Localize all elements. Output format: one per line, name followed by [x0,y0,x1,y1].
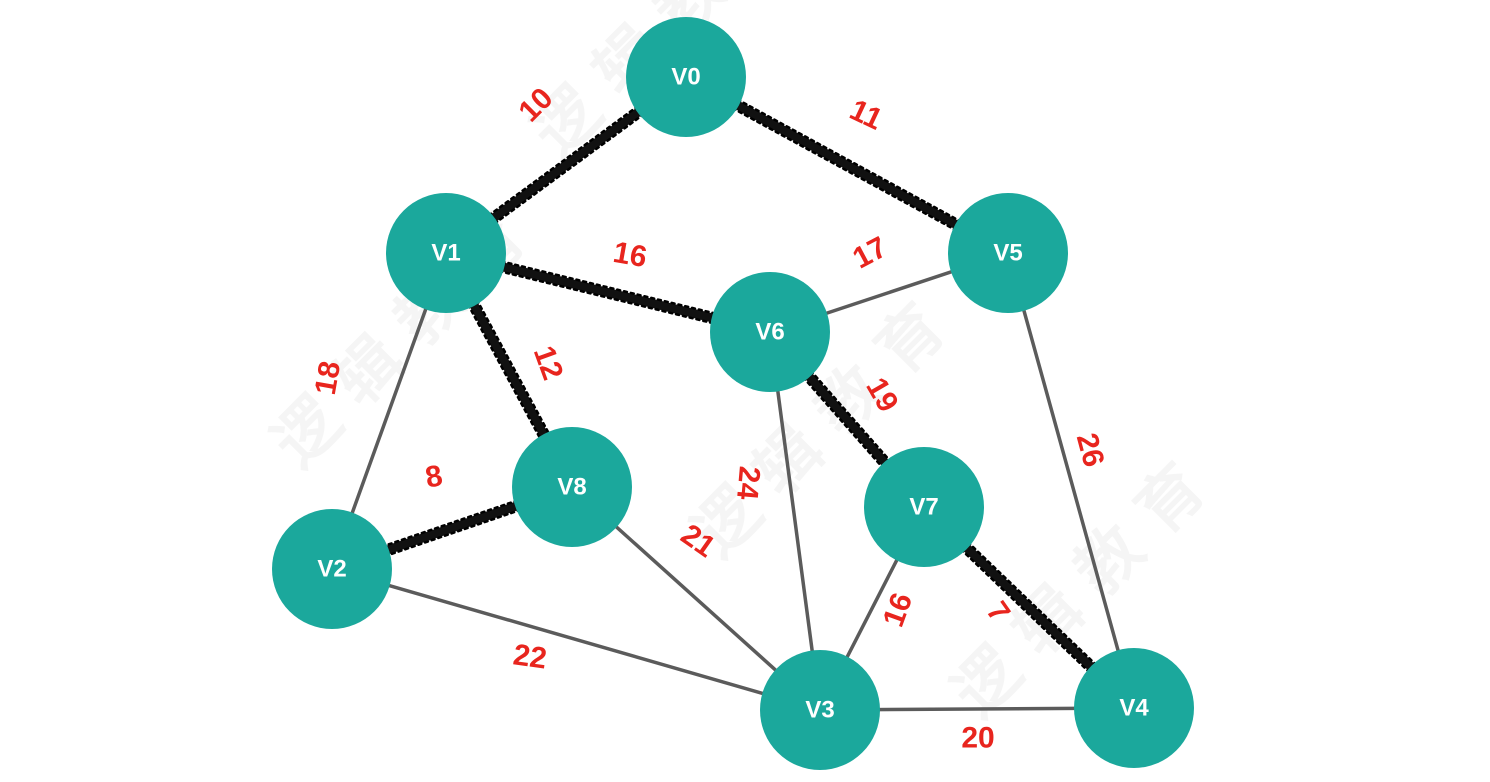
edge-weight-label: 11 [845,93,888,136]
node-label: V6 [755,319,784,346]
edge-weight-label: 18 [309,359,347,398]
node-label: V3 [805,697,834,724]
edge-weight-label: 8 [423,459,445,494]
edge-weight-label: 26 [1070,430,1111,471]
node-v5: V5 [948,193,1068,313]
node-label: V2 [317,556,346,583]
edge-v2-v3 [330,567,822,712]
node-v4: V4 [1074,648,1194,768]
edge-v0-v5-texture [687,71,1012,250]
node-label: V8 [557,474,586,501]
node-v6: V6 [710,272,830,392]
node-circle [710,272,830,392]
node-v7: V7 [864,447,984,567]
node-label: V0 [671,64,700,91]
edge-v0-v5 [681,72,1013,258]
node-circle [512,427,632,547]
edge-weight-label: 12 [527,342,569,385]
node-v0: V0 [626,17,746,137]
node-label: V5 [993,240,1022,267]
node-circle [948,193,1068,313]
edge-v0-v5-texture [682,80,1007,259]
edge-weight-label: 16 [611,236,650,274]
node-circle [760,650,880,770]
node-v8: V8 [512,427,632,547]
edge-weight-label: 24 [730,465,766,501]
edge-weight-label: 17 [848,231,893,276]
edge-v6-v3 [768,330,822,712]
node-circle [626,17,746,137]
edge-weight-label: 22 [511,638,549,675]
node-circle [386,193,506,313]
node-circle [1074,648,1194,768]
node-v3: V3 [760,650,880,770]
edge-weight-label: 20 [961,722,994,755]
node-v1: V1 [386,193,506,313]
node-label: V7 [909,494,938,521]
node-v2: V2 [272,509,392,629]
node-circle [864,447,984,567]
node-label: V1 [431,240,460,267]
node-label: V4 [1119,695,1149,722]
node-circle [272,509,392,629]
edge-weight-label: 16 [877,589,919,632]
edge-v5-v4 [1006,251,1136,710]
